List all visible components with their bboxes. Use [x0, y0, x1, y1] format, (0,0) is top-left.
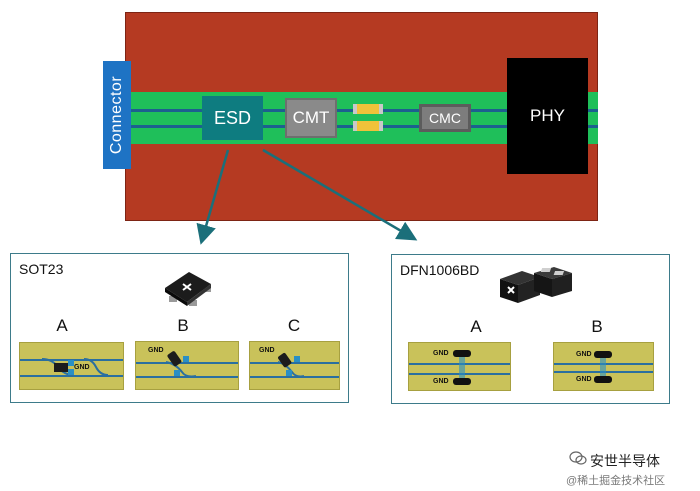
dfn1006bd-layout-a: GND GND — [408, 342, 511, 391]
dfn1006bd-option-b: B — [591, 317, 603, 336]
gnd-label: GND — [259, 347, 275, 354]
esd-block: ESD — [202, 96, 263, 140]
esd-label: ESD — [213, 107, 251, 128]
sot23-option-c: C — [287, 316, 301, 335]
sot23-layout-a: GND — [19, 342, 124, 390]
gnd-label: GND — [576, 376, 592, 383]
sot23-panel: SOT23 A B C GND GND — [10, 253, 349, 403]
dfn1006bd-panel: DFN1006BD A B GND GND GND — [391, 254, 670, 404]
sot23-option-a: A — [56, 316, 68, 335]
gnd-label: GND — [148, 347, 164, 354]
dfn1006bd-chip-icon — [500, 267, 572, 303]
dfn1006bd-layout-b: GND GND — [553, 342, 654, 391]
dfn1006bd-title: DFN1006BD — [400, 262, 480, 278]
gnd-label: GND — [433, 378, 449, 385]
dfn1006bd-option-a: A — [470, 317, 482, 336]
cmc-block: CMC — [419, 104, 471, 132]
sot23-chip-icon — [165, 272, 211, 306]
cmt-label: CMT — [292, 108, 330, 127]
watermark-community: @稀土掘金技术社区 — [566, 475, 666, 487]
sot23-layout-c: GND — [249, 341, 340, 390]
watermark-brand: 安世半导体 — [590, 453, 660, 469]
gnd-label: GND — [433, 350, 449, 357]
phy-label: PHY — [530, 106, 565, 125]
sot23-layout-b: GND — [135, 341, 239, 390]
wechat-icon — [569, 451, 587, 465]
phy-block: PHY — [507, 58, 588, 174]
cmc-label: CMC — [429, 110, 461, 126]
gnd-label: GND — [74, 364, 90, 371]
gnd-label: GND — [576, 351, 592, 358]
sot23-title: SOT23 — [19, 261, 64, 277]
connector-block: Connector — [103, 61, 131, 169]
capacitor-bottom — [353, 121, 383, 131]
sot23-option-b: B — [177, 316, 189, 335]
arrow-to-dfn1006bd — [262, 148, 418, 241]
cmt-block: CMT — [285, 98, 337, 138]
capacitor-top — [353, 104, 383, 114]
arrow-to-sot23 — [196, 149, 230, 245]
